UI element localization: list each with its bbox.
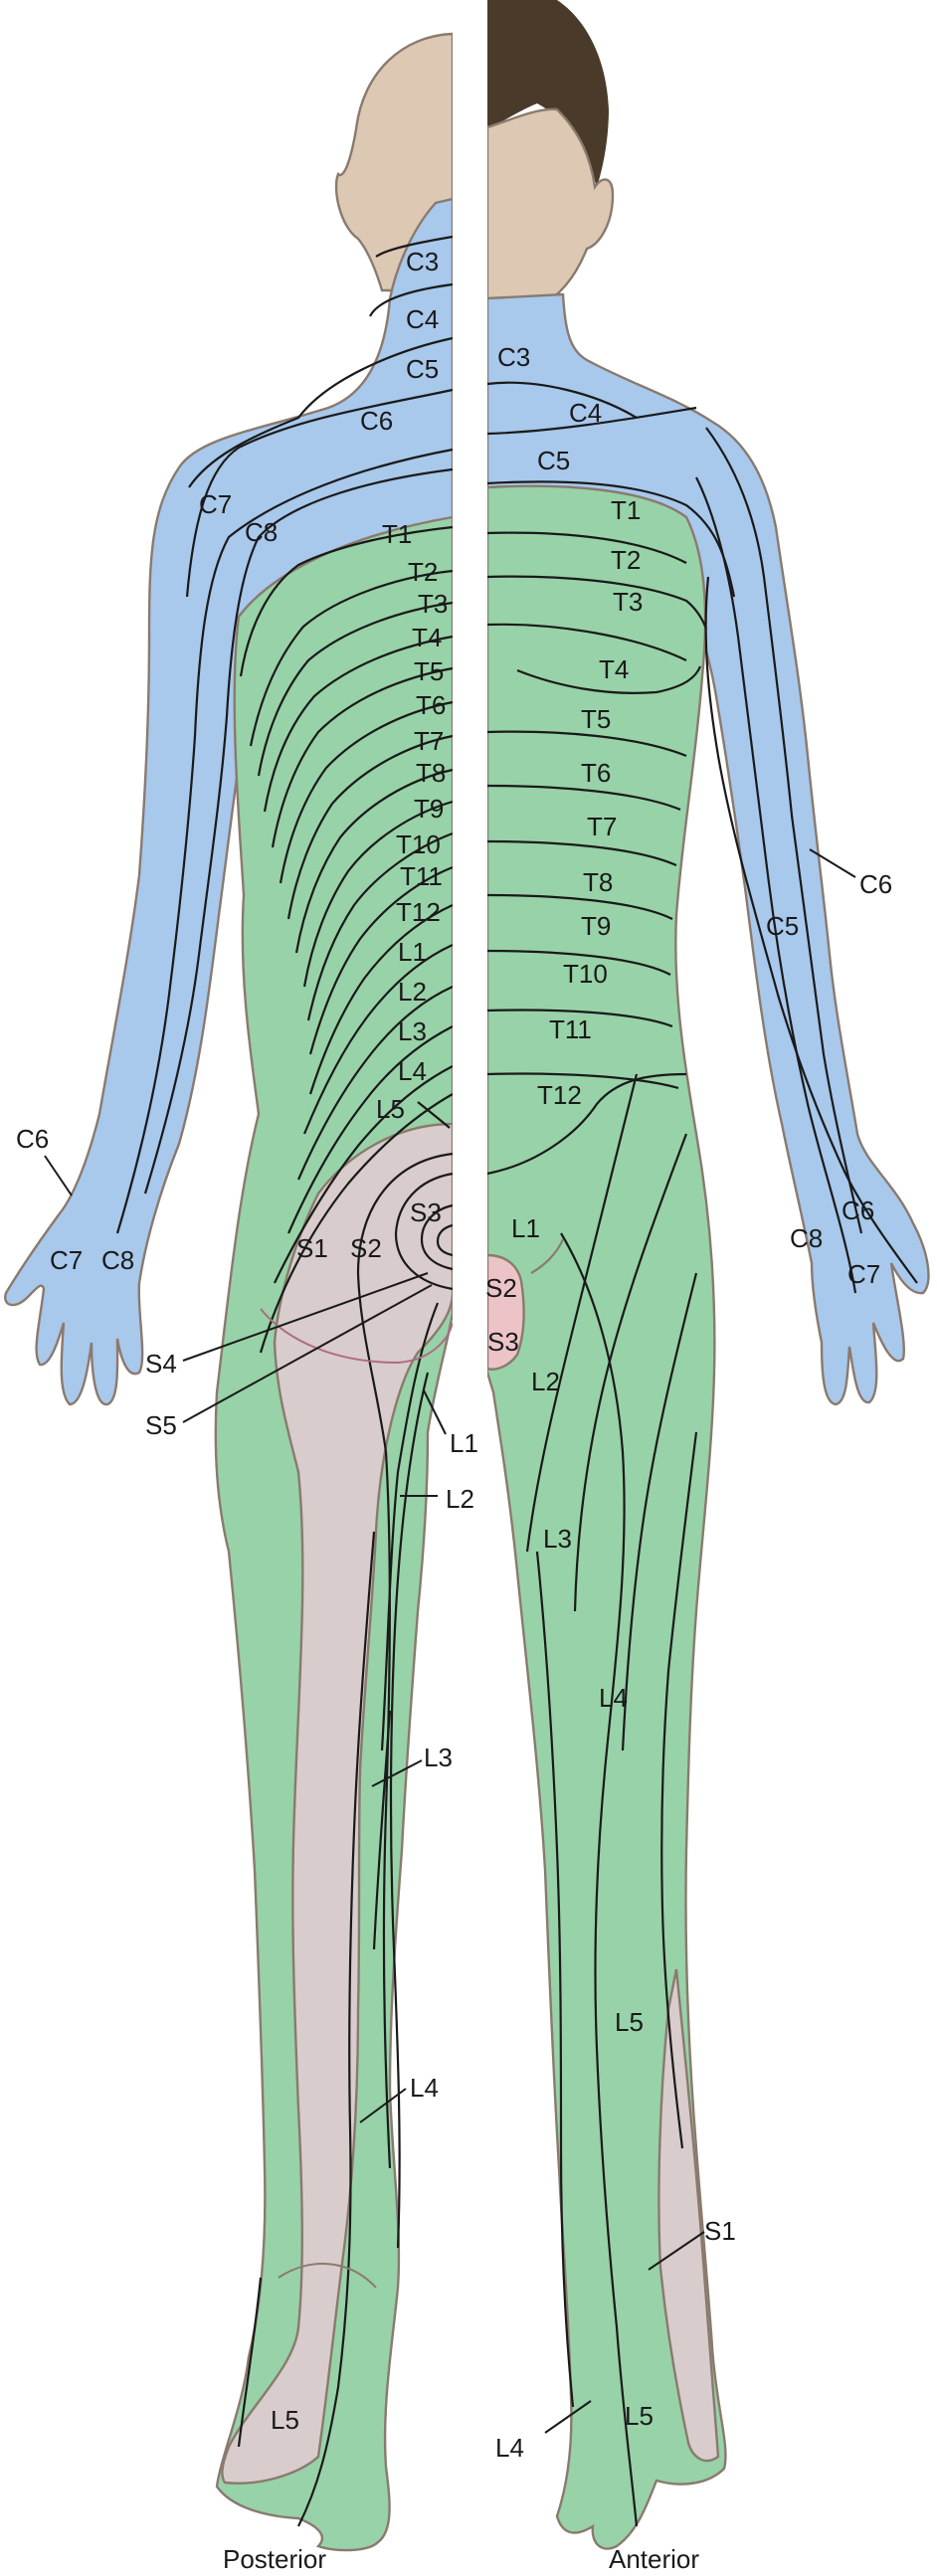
- label-c6-hand-post: C6: [16, 1124, 49, 1154]
- label-l4-post: L4: [398, 1056, 427, 1086]
- anterior-dermatome-lines: [486, 381, 918, 2527]
- label-s1-ant: S1: [704, 2216, 736, 2246]
- label-t8-post: T8: [416, 758, 446, 788]
- centre-divider: [453, 0, 487, 2576]
- label-t6-ant: T6: [581, 758, 611, 788]
- label-t4-post: T4: [412, 623, 442, 652]
- label-t12-ant: T12: [537, 1080, 582, 1110]
- caption-anterior: Anterior: [609, 2544, 699, 2574]
- label-c4-ant: C4: [569, 398, 602, 428]
- posterior-sacral-region: [221, 1122, 455, 2484]
- leader-lines: [44, 848, 856, 2434]
- label-t8-ant: T8: [583, 867, 613, 897]
- label-t11-ant: T11: [549, 1014, 592, 1044]
- label-c3-post: C3: [406, 247, 439, 276]
- label-c8-post: C8: [245, 517, 278, 547]
- label-l4-leg-post: L4: [410, 2073, 439, 2103]
- label-t6-post: T6: [416, 690, 446, 720]
- label-c6-post: C6: [360, 406, 393, 436]
- posterior-dermatome-lines: [115, 235, 454, 1354]
- label-c3-ant: C3: [497, 342, 530, 372]
- label-s2-ant: S2: [485, 1273, 517, 1303]
- label-t10-ant: T10: [563, 959, 608, 989]
- label-c8-hand-post: C8: [101, 1245, 134, 1275]
- label-s2-post: S2: [350, 1233, 382, 1263]
- label-t1-ant: T1: [611, 495, 641, 525]
- anterior-sacral-strip: [657, 1968, 720, 2463]
- label-l5-ant: L5: [615, 2007, 644, 2037]
- label-t1-post: T1: [382, 519, 412, 549]
- label-t2-ant: T2: [611, 545, 641, 575]
- label-c5-post: C5: [406, 354, 439, 384]
- label-c8-hand-ant: C8: [790, 1223, 823, 1253]
- label-c6-arm-ant: C6: [859, 869, 892, 899]
- label-l4-foot-ant: L4: [495, 2433, 524, 2463]
- label-c4-post: C4: [406, 304, 439, 334]
- label-t7-ant: T7: [587, 812, 617, 841]
- label-t9-ant: T9: [581, 911, 611, 941]
- label-l5-foot-ant: L5: [625, 2401, 654, 2431]
- label-t12-post: T12: [396, 897, 441, 927]
- label-l1-leg-post: L1: [450, 1428, 478, 1458]
- label-s3-ant: S3: [487, 1327, 519, 1357]
- label-s4-post: S4: [145, 1349, 177, 1379]
- label-l2-ant: L2: [531, 1367, 560, 1396]
- label-t3-ant: T3: [613, 587, 643, 617]
- label-c7-hand-post: C7: [50, 1245, 83, 1275]
- label-c7-post: C7: [199, 489, 232, 519]
- anterior-labels: C3 C4 C5 T1 T2 T3 T4 T5 T6 T7 T8 T9 T10 …: [485, 342, 892, 2463]
- label-l5-post: L5: [376, 1094, 405, 1124]
- label-l2-post: L2: [398, 977, 427, 1007]
- label-s3-post: S3: [410, 1197, 442, 1227]
- posterior-cervical-region: [4, 197, 455, 1406]
- label-t7-post: T7: [414, 726, 444, 756]
- label-l3-leg-post: L3: [424, 1743, 453, 1772]
- label-t5-ant: T5: [581, 704, 611, 734]
- label-s1-post: S1: [296, 1233, 328, 1263]
- anterior-cervical-region: [485, 292, 930, 1406]
- label-t11-post: T11: [400, 861, 443, 891]
- anterior-figure: [485, 0, 930, 2550]
- label-l5-foot-post: L5: [271, 2405, 299, 2435]
- label-l3-ant: L3: [543, 1524, 572, 1554]
- label-c6-hand-ant: C6: [842, 1196, 874, 1225]
- label-c5-ant: C5: [537, 446, 570, 475]
- posterior-figure: [4, 32, 455, 2552]
- label-t3-post: T3: [418, 589, 448, 619]
- posterior-gluteal-curve: [260, 1308, 454, 1365]
- label-s5-post: S5: [145, 1410, 177, 1440]
- label-t10-post: T10: [396, 829, 441, 859]
- label-t9-post: T9: [414, 794, 444, 824]
- anterior-genital: [485, 1253, 525, 1371]
- label-c5-arm-ant: C5: [766, 911, 799, 941]
- label-l1-post: L1: [398, 937, 427, 967]
- label-t4-ant: T4: [599, 654, 629, 684]
- label-c7-hand-ant: C7: [847, 1259, 880, 1289]
- caption-posterior: Posterior: [223, 2544, 326, 2574]
- label-t5-post: T5: [414, 656, 444, 686]
- label-l2-leg-post: L2: [446, 1484, 474, 1514]
- label-l4-ant: L4: [599, 1683, 628, 1713]
- label-l3-post: L3: [398, 1016, 427, 1046]
- label-t2-post: T2: [408, 557, 438, 587]
- label-l1-ant: L1: [511, 1213, 540, 1243]
- posterior-labels: C3 C4 C5 C6 C7 C8 T1 T2 T3 T4 T5 T6 T7 T…: [16, 247, 478, 2435]
